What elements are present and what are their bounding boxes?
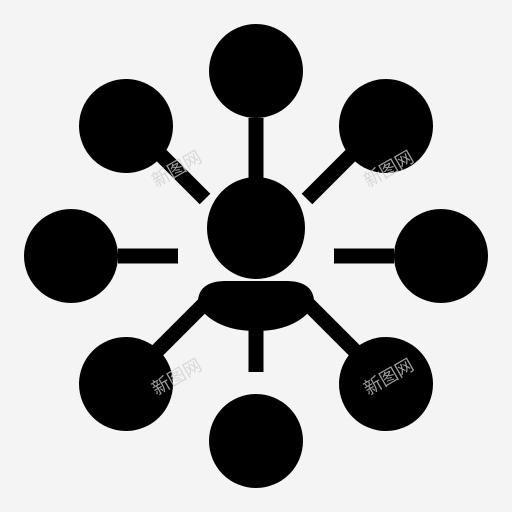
node-bottom-left: [79, 337, 173, 431]
connector-top-right: [301, 146, 360, 205]
center-user-icon: [197, 177, 315, 331]
node-top-left: [79, 79, 173, 173]
node-left: [24, 209, 118, 303]
node-bottom: [209, 394, 303, 488]
connector-top-left: [152, 146, 211, 205]
node-right: [394, 209, 488, 303]
node-bottom-right: [339, 337, 433, 431]
connector-bottom-right: [300, 296, 366, 362]
user-body: [197, 281, 315, 331]
outer-nodes: [24, 24, 488, 488]
connector-bottom-left: [146, 296, 212, 362]
node-top: [209, 24, 303, 118]
node-top-right: [339, 79, 433, 173]
user-head: [207, 177, 305, 279]
